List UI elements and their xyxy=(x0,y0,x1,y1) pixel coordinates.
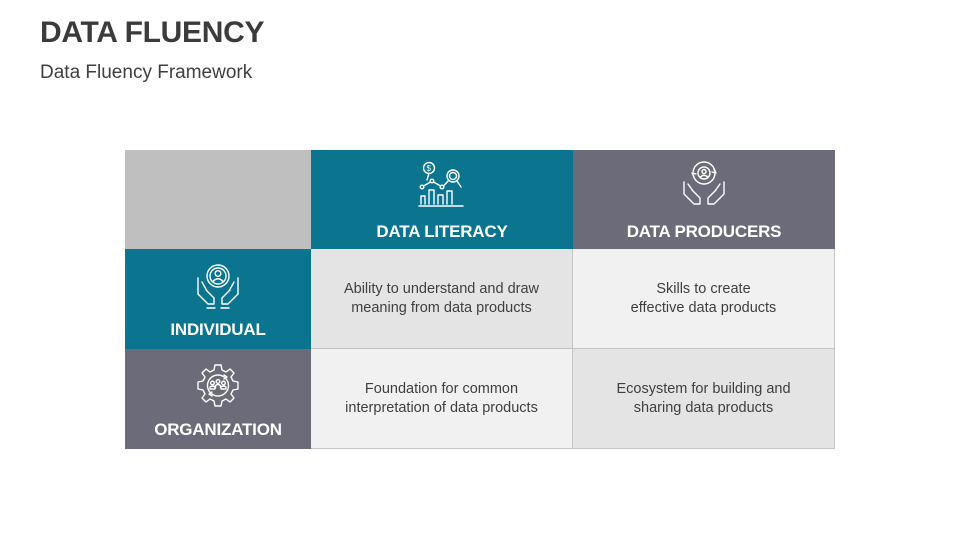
cell-text: Ability to understand and draw meaning f… xyxy=(343,280,540,316)
row-header-individual: INDIVIDUAL xyxy=(125,249,311,349)
column-header-data-producers: DATA PRODUCERS xyxy=(573,150,835,249)
cell-individual-producers: Skills to create effective data products xyxy=(573,249,835,349)
page-subtitle: Data Fluency Framework xyxy=(40,62,253,83)
framework-table: $ DATA LITERACY xyxy=(125,150,835,449)
cell-text: Foundation for common interpretation of … xyxy=(345,380,538,416)
row-header-label: INDIVIDUAL xyxy=(170,320,266,339)
gear-hands-icon xyxy=(680,160,728,208)
cell-text: Ecosystem for building and sharing data … xyxy=(616,380,791,416)
row-header-label: ORGANIZATION xyxy=(154,420,282,439)
corner-cell xyxy=(125,150,311,249)
cell-organization-literacy: Foundation for common interpretation of … xyxy=(311,349,573,449)
column-header-data-literacy: $ DATA LITERACY xyxy=(311,150,573,249)
svg-text:$: $ xyxy=(427,164,432,173)
cell-organization-producers: Ecosystem for building and sharing data … xyxy=(573,349,835,449)
column-header-label: DATA LITERACY xyxy=(376,222,508,241)
team-gear-icon xyxy=(194,362,242,410)
cell-text: Skills to create effective data products xyxy=(630,280,777,316)
row-header-organization: ORGANIZATION xyxy=(125,349,311,449)
cell-individual-literacy: Ability to understand and draw meaning f… xyxy=(311,249,573,349)
chart-magnifier-icon: $ xyxy=(418,160,466,208)
person-hands-icon xyxy=(194,262,242,310)
column-header-label: DATA PRODUCERS xyxy=(626,222,782,241)
page-title: DATA FLUENCY xyxy=(40,16,265,49)
